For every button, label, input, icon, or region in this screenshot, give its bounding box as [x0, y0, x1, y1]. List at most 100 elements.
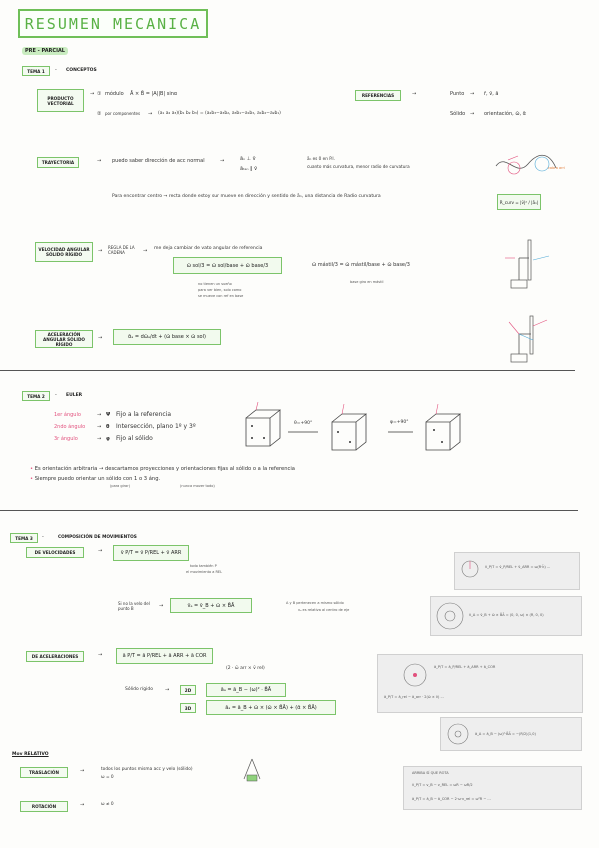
example-box-5: ARRIBA SÍ QUE ROTA v̄_P/T = v_B − v_REL … — [403, 766, 582, 810]
tray-line: Para encontrar centro → recta donde esto… — [112, 194, 381, 199]
separator — [0, 510, 578, 511]
vel-text: me deja cambiar de vato angular de refer… — [154, 246, 263, 251]
aceleracion-angular-box: ACELERACIÓN ANGULAR SÓLIDO RÍGIDO — [35, 330, 93, 348]
mast-sketch-2 — [508, 315, 548, 363]
d3-box: 3D — [180, 703, 196, 713]
example-1-text: v̄_P/T = v̄_P/REL + v̄_ARR = ω(R·k̄) ... — [485, 565, 551, 569]
pv-line2-word: por componentes — [105, 111, 141, 116]
sym1: Ψ — [106, 412, 111, 418]
arrow-icon: → — [98, 335, 103, 341]
ref-punto: Punto — [450, 91, 465, 97]
vel-regla: REGLA DE LA CADENA — [108, 245, 135, 255]
arrow-icon: → — [97, 158, 102, 164]
acel3-formula: ā P/T = ā P/REL + ā ARR + ā COR — [116, 648, 213, 664]
rot2: φ=+90° — [390, 420, 409, 425]
arrow-icon: → — [80, 802, 85, 808]
f2d-formula: āₐ = ā_B − (ω)² · B̄Ā — [206, 683, 286, 697]
tray-text: puedo saber dirección de acc normal — [112, 158, 205, 164]
arrow-icon: → — [98, 248, 103, 254]
ref-solido-val: orientación, ω̄, ᾱ — [484, 111, 526, 117]
arrow-icon: → — [148, 111, 153, 117]
arrow-icon: → — [90, 91, 95, 97]
pv-line2-formula: (a₁ a₂ a₃)(b₁ b₂ b₃) = (a₂b₃−a₃b₂, a₃b₁−… — [158, 111, 281, 116]
example-3-text: ā_P/T = ā_P/REL + ā_ARR + ā_COR — [434, 665, 496, 669]
pv-line1-formula: Ā × B̄ = |A||B| sinα — [130, 91, 178, 97]
f3d-formula: āₐ = ā_B + ω̄ × (ω̄ × B̄Ā) + (ᾱ × B̄Ā) — [206, 700, 336, 715]
mast-sketch-1 — [505, 239, 550, 289]
rot1: θ=+90° — [294, 421, 313, 426]
page-title: RESUMEN MECANICA — [18, 9, 208, 38]
bullet2-note: (para girar) — [110, 484, 131, 488]
vel-formula: ω̄ sol/3 = ω̄ sol/base + ω̄ base/3 — [173, 257, 282, 274]
arrow-icon: → — [412, 91, 417, 97]
tema3-label: TEMA 3 — [10, 533, 38, 543]
ref-solido: Sólido — [450, 111, 466, 117]
tray-f1: āₙ ⊥ v̄ — [240, 156, 256, 162]
vel3-formula: v̄ P/T = v̄ P/REL + v̄ ARR — [113, 545, 189, 561]
ang1: 1er ángulo — [54, 412, 81, 418]
example-box-1: v̄_P/T = v̄_P/REL + v̄_ARR = ω(R·k̄) ... — [454, 552, 580, 590]
ref-punto-val: r̄, v̄, ā — [484, 91, 499, 97]
vel3-note3: A y B pertenecen a mismo sólido — [286, 601, 344, 605]
example-box-3: ā_P/T = ā_P/REL + ā_ARR + ā_COR ā_P/T = … — [377, 654, 583, 713]
example-2-text: v̄_A = v̄_B + ω̄ × B̄Ā = (0, 0, ω) × (R,… — [469, 613, 544, 617]
vel-note4: base giro en mástil — [350, 280, 384, 284]
sketch-label: cabra arri — [548, 166, 565, 170]
trayectoria-box: TRAYECTORIA — [37, 157, 79, 168]
separator — [0, 370, 575, 371]
arrow-icon: → — [97, 424, 102, 430]
vel-note2: para ver bien, solo como — [198, 288, 242, 292]
trajectory-sketch — [495, 155, 557, 175]
vel3-note1: todo también P — [190, 564, 217, 568]
example-4-text: ā_A = ā_B − (ω)²·B̄Ā = −(R/2)(1,0) — [475, 732, 536, 736]
arrow-icon: → — [97, 436, 102, 442]
sym2: θ — [106, 424, 110, 430]
pv-line1-word: módulo — [105, 91, 124, 97]
ang2: 2ndo ángulo — [54, 424, 86, 430]
vel3-note4: vₐ es relativa al centro de eje — [298, 608, 350, 612]
tras-text2: ω = 0 — [101, 775, 114, 780]
example-box-2: v̄_A = v̄_B + ω̄ × B̄Ā = (0, 0, ω) × (R,… — [430, 596, 582, 636]
de-velocidades-box: DE VELOCIDADES — [26, 547, 84, 558]
vel-note3: se mueve con ref en base — [198, 294, 244, 298]
tray-r1: āₙ es 0 en P.I. — [307, 156, 335, 161]
traslacion-box: TRASLACIÓN — [20, 767, 68, 778]
d2-box: 2D — [180, 685, 196, 695]
tema1-label: TEMA 1 — [22, 66, 50, 76]
producto-vectorial-box: PRODUCTO VECTORIAL — [37, 89, 84, 112]
example-5-text: ARRIBA SÍ QUE ROTA — [412, 771, 449, 775]
referencias-box: REFERENCIAS — [355, 90, 401, 101]
arrow-icon: → — [165, 687, 170, 693]
rot-text: ω ≠ 0 — [101, 802, 114, 807]
ang3: 3r ángulo — [54, 436, 78, 442]
desc3: Fijo al sólido — [116, 435, 153, 442]
tema2-subtitle: EULER — [66, 393, 83, 398]
tema3-subtitle: COMPOSICIÓN DE MOVIMIENTOS — [58, 535, 137, 540]
desc1: Fijo a la referencia — [116, 411, 172, 418]
arrow-icon: → — [470, 111, 475, 117]
de-aceleraciones-box: DE ACELERACIONES — [26, 651, 84, 662]
pv-line2-num: ② — [97, 111, 102, 117]
pv-line1-num: ① — [97, 91, 102, 97]
arrow-icon: → — [159, 603, 164, 609]
arrow-icon: → — [80, 768, 85, 774]
solido-rigido: Sólido rígido — [125, 687, 153, 692]
example-5-text2: v̄_P/T = v_B − v_REL = ωR − ωR/2 — [412, 783, 473, 787]
tema1-dash: - — [55, 67, 57, 73]
bullet1: • Es orientación arbitraria → descartamo… — [30, 466, 295, 472]
mov-relativo: Mov RELATIVO — [12, 752, 49, 757]
arrow-icon: → — [98, 652, 103, 658]
bullet2-note2: (nunca mover todo) — [180, 484, 215, 488]
example-box-4: ā_A = ā_B − (ω)²·B̄Ā = −(R/2)(1,0) — [440, 717, 582, 751]
euler-cubes-diagram — [245, 402, 462, 451]
tray-r2: cuanto más curvatura, menor radio de cur… — [307, 164, 410, 169]
tema2-dash: - — [55, 392, 57, 398]
tray-f2: āₜₐₙ ∥ v̄ — [240, 166, 258, 172]
vel3-note2: el movimiento a REL — [186, 570, 223, 574]
pendulum-icon — [243, 758, 261, 782]
arrow-icon: → — [220, 158, 225, 164]
coriolis: (2 · ω̄ arr × v̄ rel) — [226, 666, 265, 671]
radio-formula: R_curv = |v̄|² / |āₙ| — [497, 194, 541, 210]
arrow-icon: → — [470, 91, 475, 97]
tema3-dash: - — [42, 534, 44, 540]
